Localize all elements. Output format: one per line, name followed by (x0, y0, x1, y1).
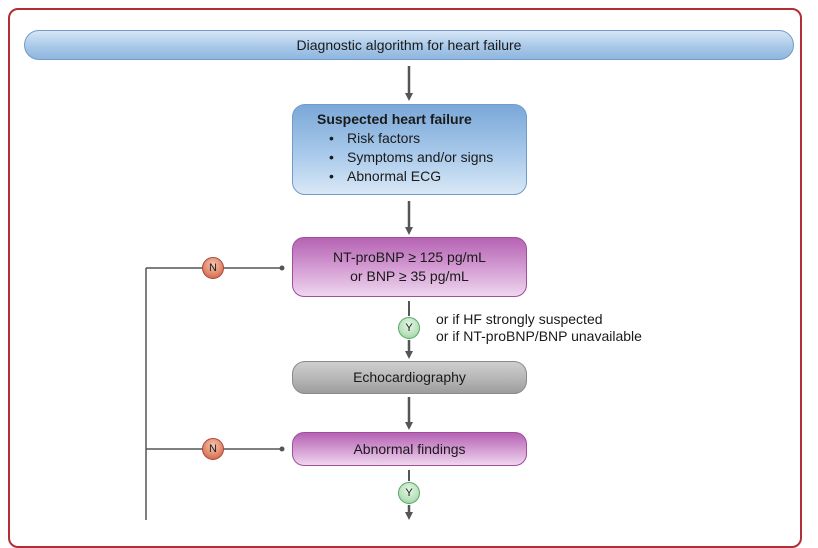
yes-circle-bnp: Y (398, 317, 420, 339)
title-text: Diagnostic algorithm for heart failure (296, 37, 522, 53)
abnormal-findings-box: Abnormal findings (292, 432, 527, 466)
title-bar: Diagnostic algorithm for heart failure (24, 30, 794, 60)
suspected-heading: Suspected heart failure (317, 111, 472, 127)
list-item: Abnormal ECG (329, 167, 526, 186)
yes-condition-note: or if HF strongly suspected or if NT-pro… (436, 311, 642, 345)
no-circle-bnp: N (202, 257, 224, 279)
natriuretic-peptide-box: NT-proBNP ≥ 125 pg/mL or BNP ≥ 35 pg/mL (292, 237, 527, 297)
note-line-1: or if HF strongly suspected (436, 311, 603, 327)
note-line-2: or if NT-proBNP/BNP unavailable (436, 328, 642, 344)
echocardiography-box: Echocardiography (292, 361, 527, 394)
yes-circle-abnormal: Y (398, 482, 420, 504)
list-item: Symptoms and/or signs (329, 148, 526, 167)
echo-label: Echocardiography (353, 369, 466, 385)
abnormal-label: Abnormal findings (353, 441, 466, 457)
bnp-line-1: NT-proBNP ≥ 125 pg/mL (333, 249, 486, 265)
suspected-heart-failure-box: Suspected heart failure Risk factors Sym… (292, 104, 527, 195)
no-circle-abnormal: N (202, 438, 224, 460)
list-item: Risk factors (329, 129, 526, 148)
bnp-line-2: or BNP ≥ 35 pg/mL (350, 268, 469, 284)
suspected-list: Risk factors Symptoms and/or signs Abnor… (317, 129, 526, 186)
